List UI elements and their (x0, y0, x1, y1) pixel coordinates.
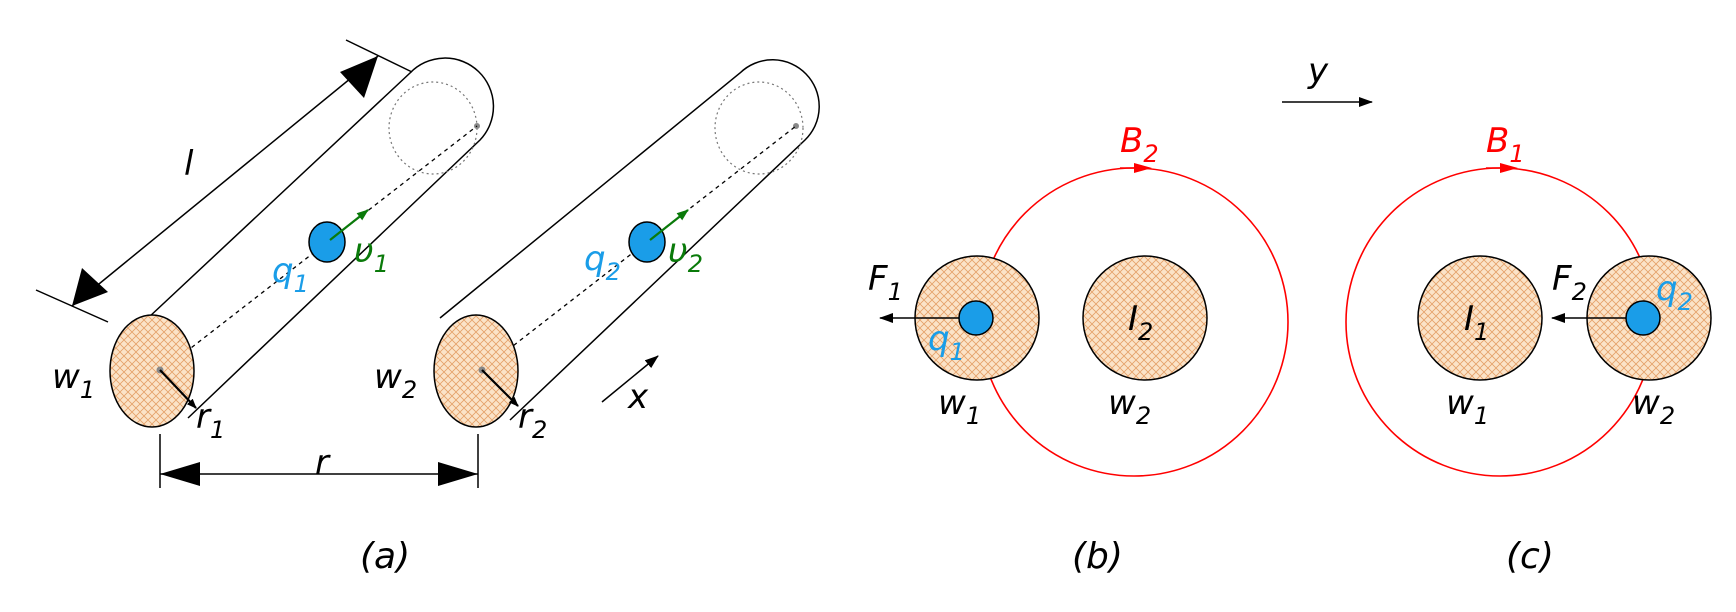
axis-wire-2 (481, 125, 797, 371)
radius-1-label: r1 (196, 397, 225, 444)
wire-w2-label-c: w2 (1632, 383, 1675, 430)
length-dimension (35, 39, 413, 323)
charge-1-dot (308, 221, 346, 263)
charge-2-dot (628, 221, 666, 263)
length-label: l (184, 144, 194, 184)
wire-1-label: w1 (52, 357, 95, 404)
separation-label: r (315, 443, 331, 483)
force-f2-label: F2 (1552, 259, 1587, 306)
velocity-2-arrow (649, 209, 689, 241)
radius-1-arrow (159, 369, 197, 409)
charge-q2-dot (1625, 300, 1661, 336)
wire-w1-label-c: w1 (1446, 383, 1489, 430)
wire-2-cross-section (433, 314, 519, 428)
caption-a: (a) (360, 536, 410, 577)
velocity-1-label: υ1 (354, 231, 389, 278)
charge-q1-label: q1 (928, 319, 965, 366)
wire-w1-section-c (1417, 255, 1543, 381)
x-axis-label: x (627, 377, 649, 417)
panel-c: B1 F2 q2 I1 w1 w2 (c) (1345, 121, 1712, 577)
field-b2-label: B2 (1120, 121, 1159, 168)
wire-w1-label: w1 (938, 383, 981, 430)
velocity-2-label: υ2 (668, 231, 703, 278)
cylinder-2-far-end (714, 81, 804, 175)
charge-2-label: q2 (584, 239, 621, 286)
wire-2-label: w2 (374, 357, 417, 404)
force-f1-label: F1 (868, 259, 903, 306)
current-i2-label: I2 (1128, 299, 1153, 346)
charge-1-label: q1 (272, 251, 309, 298)
radius-2-arrow (481, 369, 519, 407)
wire-w2-section (1082, 255, 1208, 381)
panel-a: l r w1 w2 r1 r2 q1 q2 υ1 υ2 x (a) (35, 39, 820, 577)
x-axis-arrow (601, 355, 659, 403)
panel-b: B2 F1 q1 I2 w1 w2 (b) (868, 121, 1289, 577)
wire-w2-label: w2 (1108, 383, 1151, 430)
charge-q2-label: q2 (1656, 269, 1693, 316)
velocity-1-arrow (329, 209, 369, 241)
y-axis: y (1282, 51, 1373, 107)
radius-2-label: r2 (518, 397, 547, 444)
charge-q1-dot (958, 300, 994, 336)
caption-b: (b) (1072, 536, 1123, 577)
caption-c: (c) (1506, 536, 1554, 577)
wire-1-cross-section (109, 314, 195, 428)
y-axis-label: y (1307, 51, 1329, 91)
field-b1-label: B1 (1486, 121, 1525, 168)
separation-dimension (159, 434, 479, 488)
current-i1-label: I1 (1464, 299, 1489, 346)
